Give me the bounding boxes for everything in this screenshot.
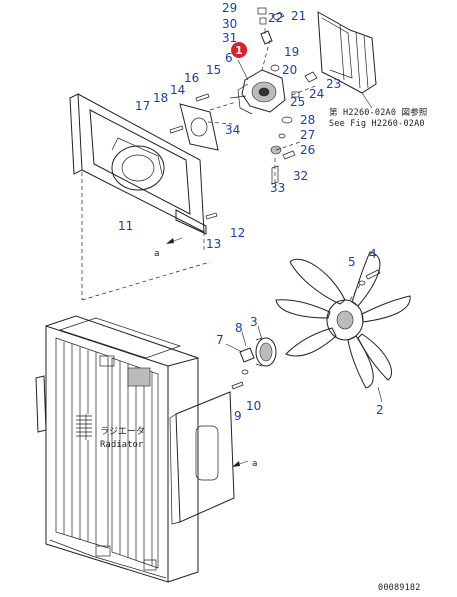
callout-24: 24 [309, 87, 324, 101]
callout-21: 21 [291, 9, 306, 23]
callout-30: 30 [222, 17, 237, 31]
drawing-number: 00089182 [378, 583, 421, 593]
callout-2: 2 [376, 403, 384, 417]
flow-arrow-top [166, 237, 183, 244]
callouts: 29 30 22 21 31 19 6 15 16 20 14 23 18 25… [118, 1, 384, 423]
radiator [35, 315, 199, 583]
callout-3: 3 [250, 315, 258, 329]
callout-23: 23 [326, 77, 341, 91]
callout-16: 16 [184, 71, 199, 85]
callout-28: 28 [300, 113, 315, 127]
callout-14: 14 [170, 83, 185, 97]
callout-9: 9 [234, 409, 242, 423]
callout-6: 6 [225, 51, 233, 65]
guide-line [81, 261, 211, 301]
callout-19: 19 [284, 45, 299, 59]
callout-26: 26 [300, 143, 315, 157]
fan-pulley [225, 325, 277, 390]
fan-shroud-panel [317, 11, 377, 109]
callout-7: 7 [216, 333, 224, 347]
fan-bracket-frame [69, 93, 237, 300]
callout-25: 25 [290, 95, 305, 109]
callout-29: 29 [222, 1, 237, 15]
highlight-badge-label: 1 [235, 44, 243, 57]
callout-4: 4 [369, 247, 377, 261]
callout-10: 10 [246, 399, 261, 413]
flow-arrow-bottom [232, 460, 249, 467]
cooling-fan [275, 251, 411, 403]
see-fig-en: See Fig H2260-02A0 [329, 119, 425, 129]
callout-34: 34 [225, 123, 240, 137]
callout-32: 32 [293, 169, 308, 183]
callout-27: 27 [300, 128, 315, 142]
callout-12: 12 [230, 226, 245, 240]
callout-8: 8 [235, 321, 243, 335]
callout-18: 18 [153, 91, 168, 105]
callout-13: 13 [206, 237, 221, 251]
radiator-label-jp: ラジエータ [100, 426, 145, 437]
idler-pulley-assembly [229, 7, 319, 185]
highlight-badge: 1 [231, 42, 247, 58]
callout-5: 5 [348, 255, 356, 269]
callout-33: 33 [270, 181, 285, 195]
shroud-plate [169, 391, 235, 525]
callout-22: 22 [268, 11, 283, 25]
callout-31: 31 [222, 31, 237, 45]
callout-17: 17 [135, 99, 150, 113]
see-fig-jp: 第 H2260-02A0 図参照 [329, 107, 428, 118]
callout-15: 15 [206, 63, 221, 77]
callout-20: 20 [282, 63, 297, 77]
flow-label-bottom: a [252, 459, 257, 469]
callout-11: 11 [118, 219, 133, 233]
radiator-label-en: Radiator [100, 440, 144, 450]
flow-label-top: a [154, 249, 159, 259]
